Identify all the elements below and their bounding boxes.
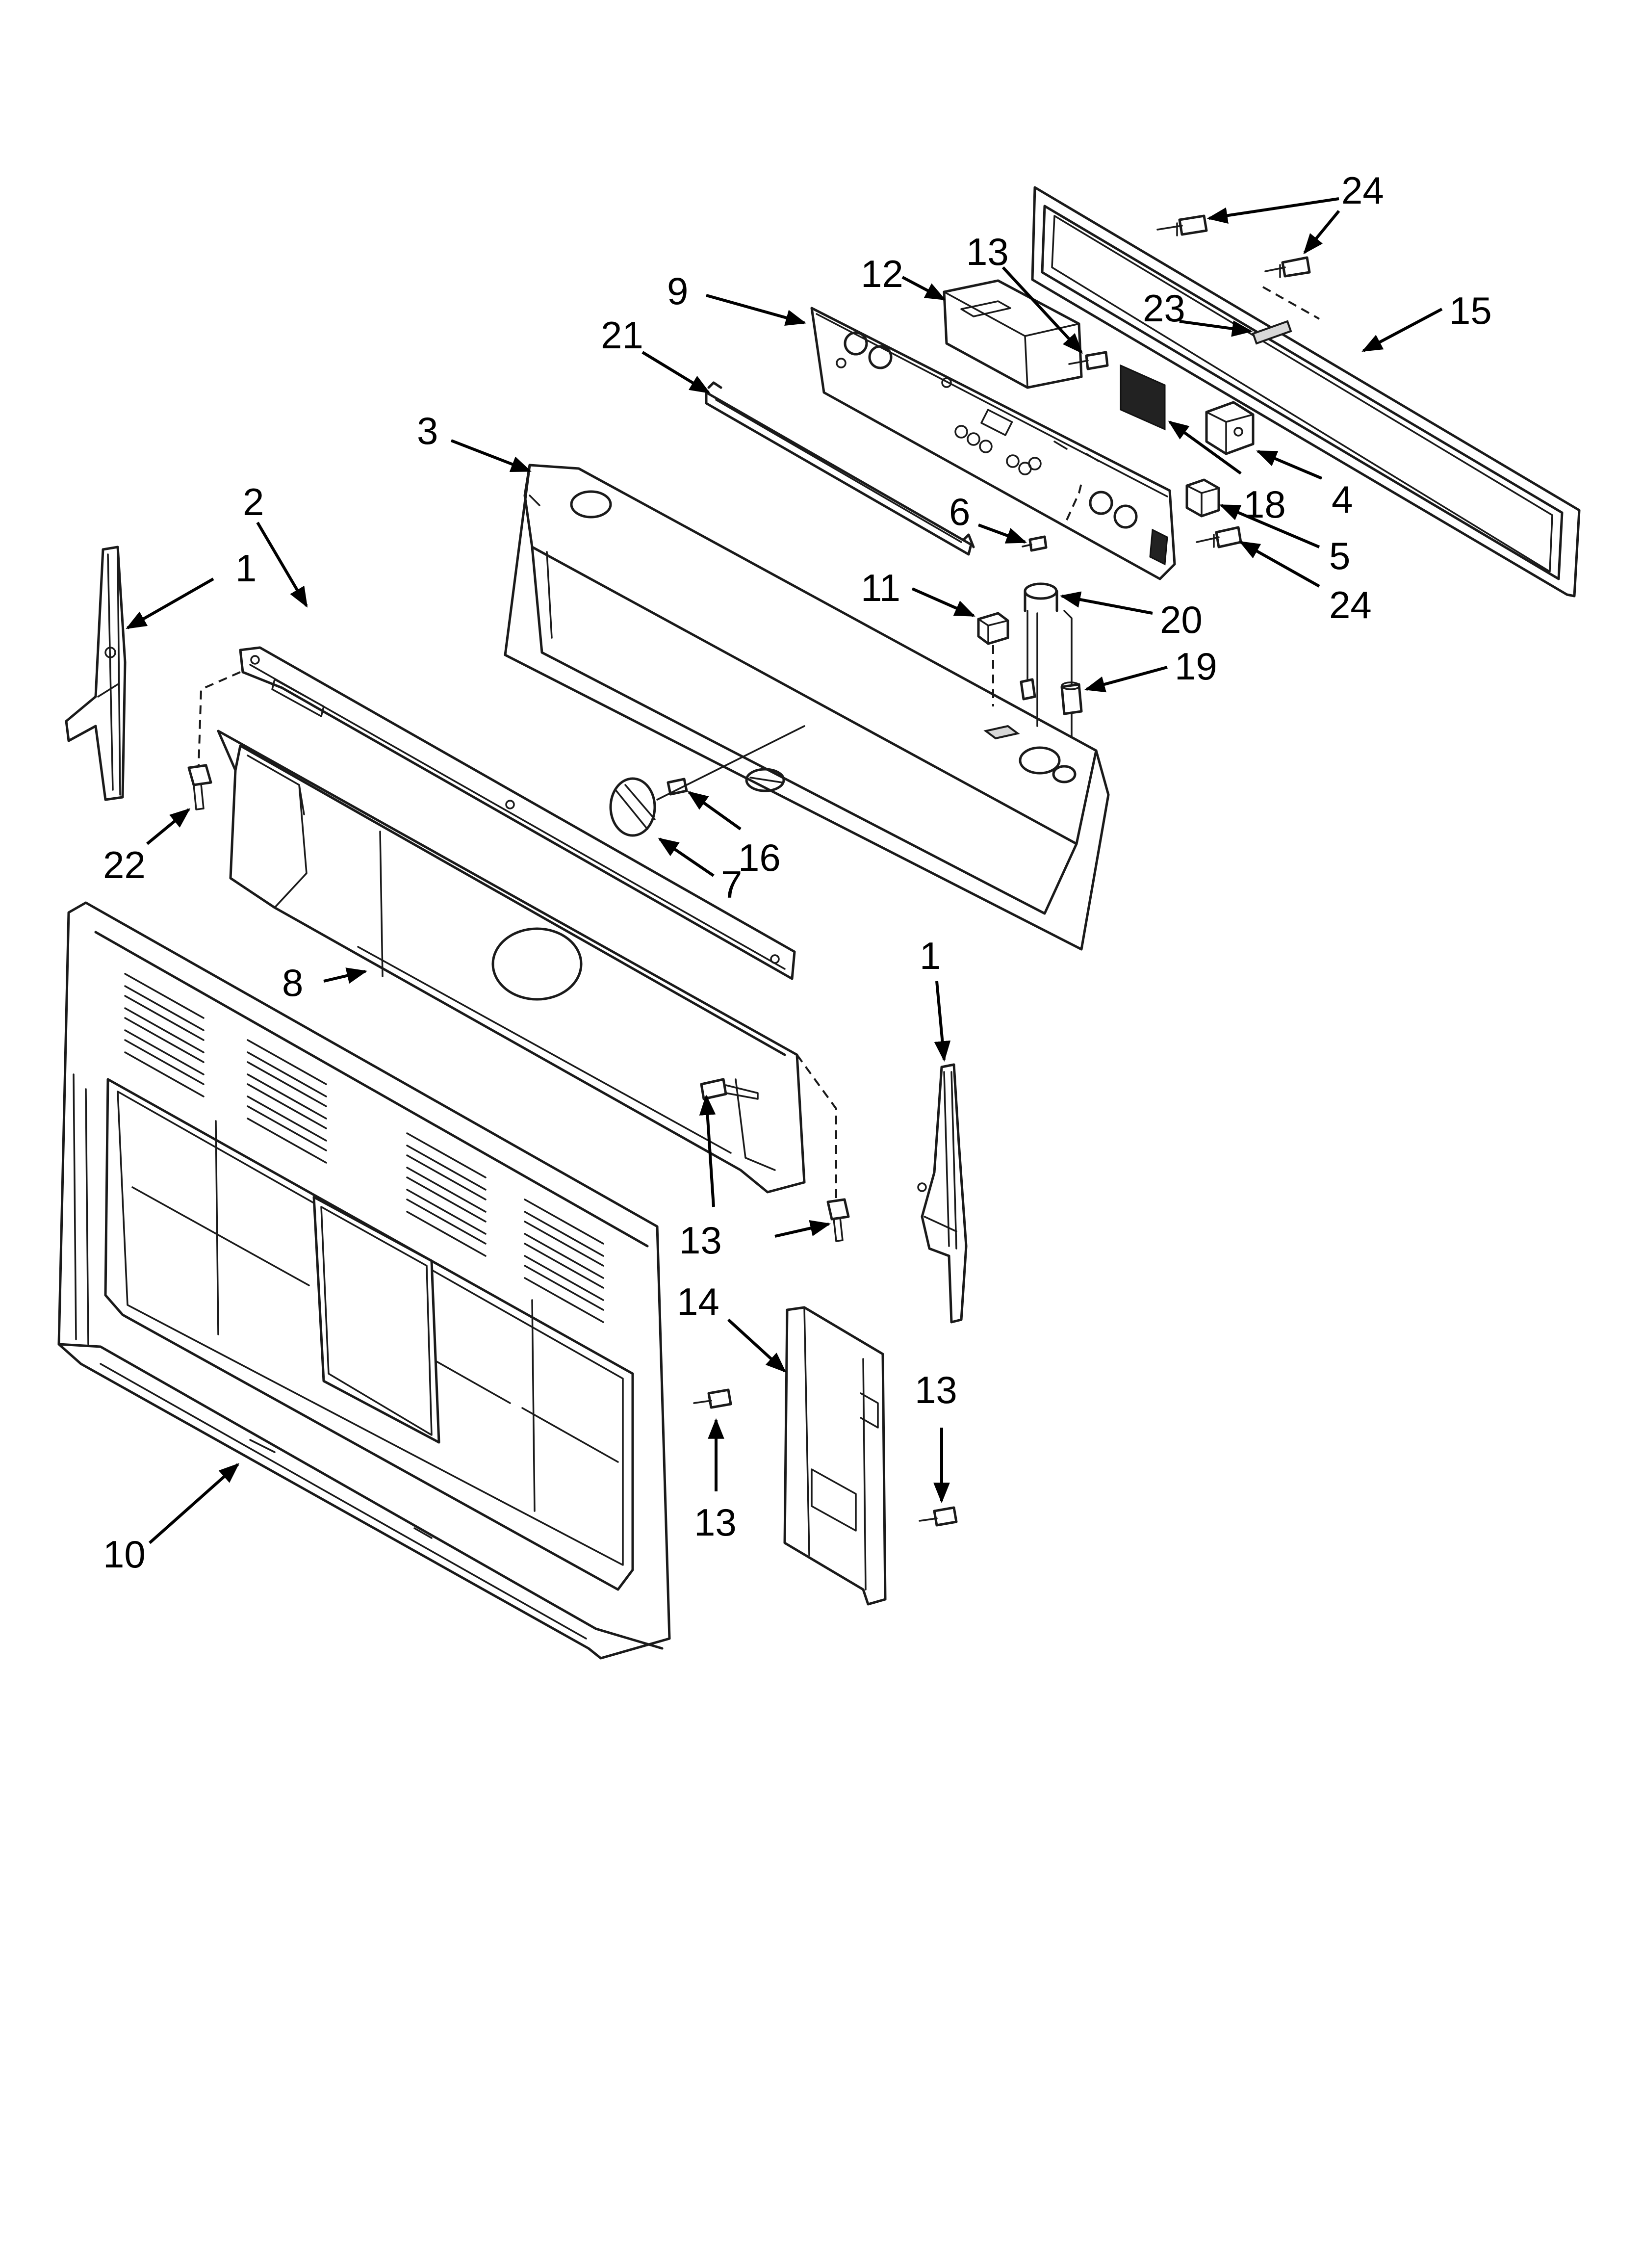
part-13-screw-top — [1068, 351, 1109, 370]
callout-4: 4 — [1332, 478, 1353, 521]
part-6-screw — [1022, 535, 1048, 552]
part-22-screw — [187, 764, 212, 810]
leader-lines — [126, 197, 1443, 1544]
callout-20: 20 — [1160, 598, 1203, 641]
callout-1-left: 1 — [235, 547, 257, 590]
part-9-control-panel — [810, 307, 1176, 580]
part-10-back-panel — [57, 901, 671, 1660]
part-24-screw-top-b — [1264, 256, 1311, 278]
callout-6: 6 — [949, 490, 970, 533]
callout-12: 12 — [861, 252, 903, 295]
callout-15: 15 — [1449, 289, 1492, 332]
part-19-lamp — [1060, 681, 1083, 715]
part-2-manifold-bracket — [239, 646, 796, 980]
callout-11: 11 — [861, 566, 900, 609]
part-20-indicator-light — [1020, 582, 1073, 737]
callout-18: 18 — [1243, 483, 1286, 526]
callout-24-bottom: 24 — [1329, 583, 1372, 626]
callout-13-lower-left: 13 — [694, 1501, 737, 1544]
callout-13-mid: 13 — [679, 1219, 722, 1262]
callout-10: 10 — [103, 1533, 146, 1576]
part-18-display-lens — [1120, 364, 1166, 431]
part-11-rocker-switch — [977, 612, 1009, 706]
part-13-screw-lower-right — [919, 1506, 958, 1527]
assembly-line-22 — [198, 671, 241, 766]
callout-13-lower-right: 13 — [915, 1368, 957, 1411]
part-16-spring-clip — [667, 778, 688, 796]
callout-21: 21 — [601, 313, 643, 357]
part-13-screw-right — [826, 1198, 850, 1242]
callout-14: 14 — [677, 1280, 719, 1323]
part-8-heat-shield — [217, 730, 806, 1194]
part-24-screw-bottom — [1196, 526, 1242, 548]
callout-23: 23 — [1143, 287, 1185, 330]
part-4-switch — [1205, 401, 1255, 455]
part-7-knob — [609, 777, 656, 837]
callout-7: 7 — [721, 863, 742, 906]
callout-19: 19 — [1175, 645, 1217, 688]
part-14-side-bracket — [783, 1306, 887, 1606]
part-12-control-board — [943, 279, 1083, 389]
callout-2: 2 — [243, 480, 264, 523]
part-15-rear-trim-frame — [1031, 186, 1581, 598]
assembly-line-8-13 — [796, 1054, 837, 1199]
callout-3: 3 — [417, 409, 438, 452]
callout-8: 8 — [282, 961, 303, 1004]
part-23-clip — [1252, 320, 1292, 345]
part-1-side-trim-right — [917, 1063, 968, 1324]
part-13-screw-lower-left — [693, 1388, 732, 1409]
part-5-relay — [1185, 478, 1220, 518]
callout-9: 9 — [667, 269, 688, 313]
part-24-screw-top-a — [1156, 214, 1208, 236]
callout-labels: 24 13 12 9 23 15 21 3 4 18 2 6 5 24 1 11… — [103, 169, 1492, 1576]
callout-24-top: 24 — [1341, 169, 1384, 212]
part-3-console-housing — [504, 464, 1110, 951]
part-13-screw-mid — [700, 1078, 759, 1100]
callout-22: 22 — [103, 843, 146, 886]
assembly-line-7 — [656, 725, 805, 801]
callout-13-top: 13 — [966, 230, 1009, 273]
part-1-side-trim-left — [65, 546, 127, 801]
callout-1-right: 1 — [920, 934, 941, 977]
assembly-line-24 — [1262, 286, 1320, 320]
callout-5: 5 — [1329, 534, 1350, 577]
assembly-line-6 — [1066, 483, 1082, 521]
callout-16: 16 — [738, 836, 781, 879]
